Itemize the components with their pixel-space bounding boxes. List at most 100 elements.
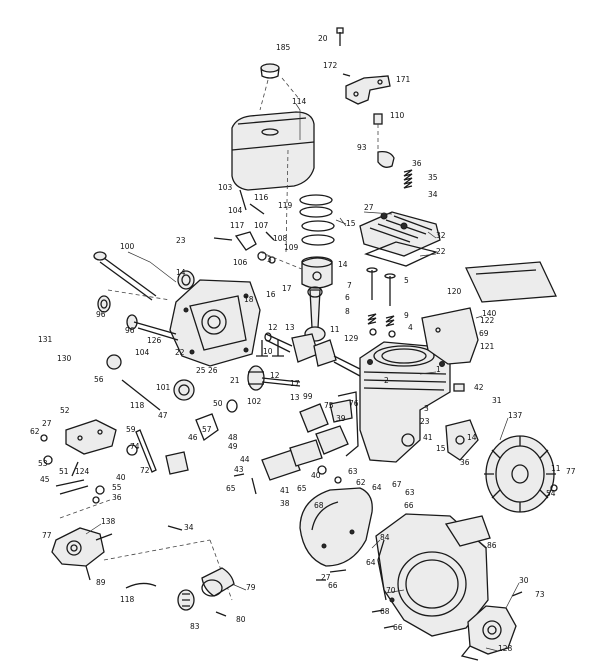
part-callout-41: 41 <box>280 486 290 495</box>
part-callout-50: 50 <box>213 399 223 408</box>
reed-chamber <box>261 391 359 484</box>
part-callout-100: 100 <box>120 242 135 251</box>
part-callout-10: 10 <box>263 347 273 356</box>
fuel-tank <box>231 111 315 191</box>
part-callout-66: 66 <box>328 581 338 590</box>
part-callout-84: 84 <box>380 533 390 542</box>
gasket-118b <box>125 582 157 589</box>
pulley-101 <box>173 379 195 401</box>
bracket-171 <box>345 75 391 105</box>
part-callout-4: 4 <box>408 323 413 332</box>
part-callout-55: 55 <box>112 483 122 492</box>
part-callout-103: 103 <box>218 183 233 192</box>
part-callout-172: 172 <box>323 61 338 70</box>
part-callout-36: 36 <box>460 458 470 467</box>
part-callout-124: 124 <box>75 467 90 476</box>
part-callout-128: 128 <box>498 644 513 653</box>
governor-arm <box>213 189 276 264</box>
part-callout-107: 107 <box>254 221 269 230</box>
part-callout-53: 53 <box>38 459 48 468</box>
valves <box>366 267 396 338</box>
part-callout-140: 140 <box>482 309 497 318</box>
part-callout-8: 8 <box>345 307 350 316</box>
part-callout-89: 89 <box>96 578 106 587</box>
part-callout-45: 45 <box>40 475 50 484</box>
part-callout-101: 101 <box>156 383 171 392</box>
piston <box>301 256 333 289</box>
part-callout-21: 21 <box>230 376 240 385</box>
part-callout-66: 66 <box>404 501 414 510</box>
part-callout-121: 121 <box>480 342 495 351</box>
control-bracket-52 <box>65 419 117 455</box>
name-plate-140 <box>465 261 557 303</box>
part-callout-67: 67 <box>392 480 402 489</box>
head-gasket <box>364 241 438 267</box>
part-callout-52: 52 <box>60 406 70 415</box>
part-callout-108: 108 <box>273 234 288 243</box>
part-callout-11: 11 <box>551 464 561 473</box>
screws-mid <box>233 473 395 629</box>
part-callout-34: 34 <box>184 523 194 532</box>
bracket-47 <box>165 399 238 475</box>
part-callout-12: 12 <box>268 323 278 332</box>
carburetor <box>51 527 113 581</box>
part-callout-13: 13 <box>290 393 300 402</box>
part-callout-129: 129 <box>344 334 359 343</box>
dipstick-tube <box>93 251 157 301</box>
part-callout-15: 15 <box>346 219 356 228</box>
part-callout-3: 3 <box>424 404 429 413</box>
tappets <box>256 340 284 357</box>
part-callout-47: 47 <box>158 411 168 420</box>
part-callout-36: 36 <box>112 493 122 502</box>
part-callout-69: 69 <box>479 329 489 338</box>
bearing-14 <box>177 270 195 290</box>
part-callout-137: 137 <box>508 411 523 420</box>
part-callout-75: 75 <box>324 401 334 410</box>
part-callout-20: 20 <box>318 34 328 43</box>
part-callout-48: 48 <box>228 433 238 442</box>
part-callout-130: 130 <box>57 354 72 363</box>
part-callout-36: 36 <box>412 159 422 168</box>
part-callout-32: 32 <box>436 231 446 240</box>
part-callout-68: 68 <box>314 501 324 510</box>
part-callout-51: 51 <box>59 467 69 476</box>
part-callout-122: 122 <box>480 316 495 325</box>
part-callout-43: 43 <box>234 465 244 474</box>
part-callout-65: 65 <box>226 484 236 493</box>
part-callout-27: 27 <box>42 419 52 428</box>
screw-34 <box>167 525 183 531</box>
part-callout-96: 96 <box>125 326 135 335</box>
part-callout-14: 14 <box>176 268 186 277</box>
part-callout-6: 6 <box>345 293 350 302</box>
part-callout-119: 119 <box>278 201 293 210</box>
breather-93 <box>377 150 395 168</box>
part-callout-116: 116 <box>254 193 269 202</box>
part-callout-96: 96 <box>96 310 106 319</box>
part-callout-3: 3 <box>267 255 272 264</box>
part-callout-110: 110 <box>390 111 405 120</box>
part-callout-30: 30 <box>519 576 529 585</box>
small-parts-left <box>40 434 105 504</box>
part-callout-31: 31 <box>492 396 502 405</box>
part-callout-185: 185 <box>276 43 291 52</box>
rewind-starter <box>460 605 517 661</box>
link-118 <box>121 379 161 411</box>
part-callout-9: 9 <box>404 311 409 320</box>
part-callout-99: 99 <box>303 392 313 401</box>
part-callout-76: 76 <box>349 399 359 408</box>
part-callout-39: 39 <box>336 414 346 423</box>
part-callout-15: 15 <box>436 444 446 453</box>
baffle-120 <box>421 307 479 365</box>
part-callout-77: 77 <box>42 531 52 540</box>
part-callout-74: 74 <box>130 442 140 451</box>
part-callout-104: 104 <box>135 348 150 357</box>
part-callout-86: 86 <box>487 541 497 550</box>
part-callout-23: 23 <box>420 417 430 426</box>
part-callout-70: 70 <box>386 586 396 595</box>
spring-36 <box>403 169 413 189</box>
part-callout-11: 11 <box>330 325 340 334</box>
part-callout-7: 7 <box>347 281 352 290</box>
crankcase-cover <box>169 279 261 367</box>
part-callout-64: 64 <box>366 558 376 567</box>
crankshaft <box>264 332 363 377</box>
